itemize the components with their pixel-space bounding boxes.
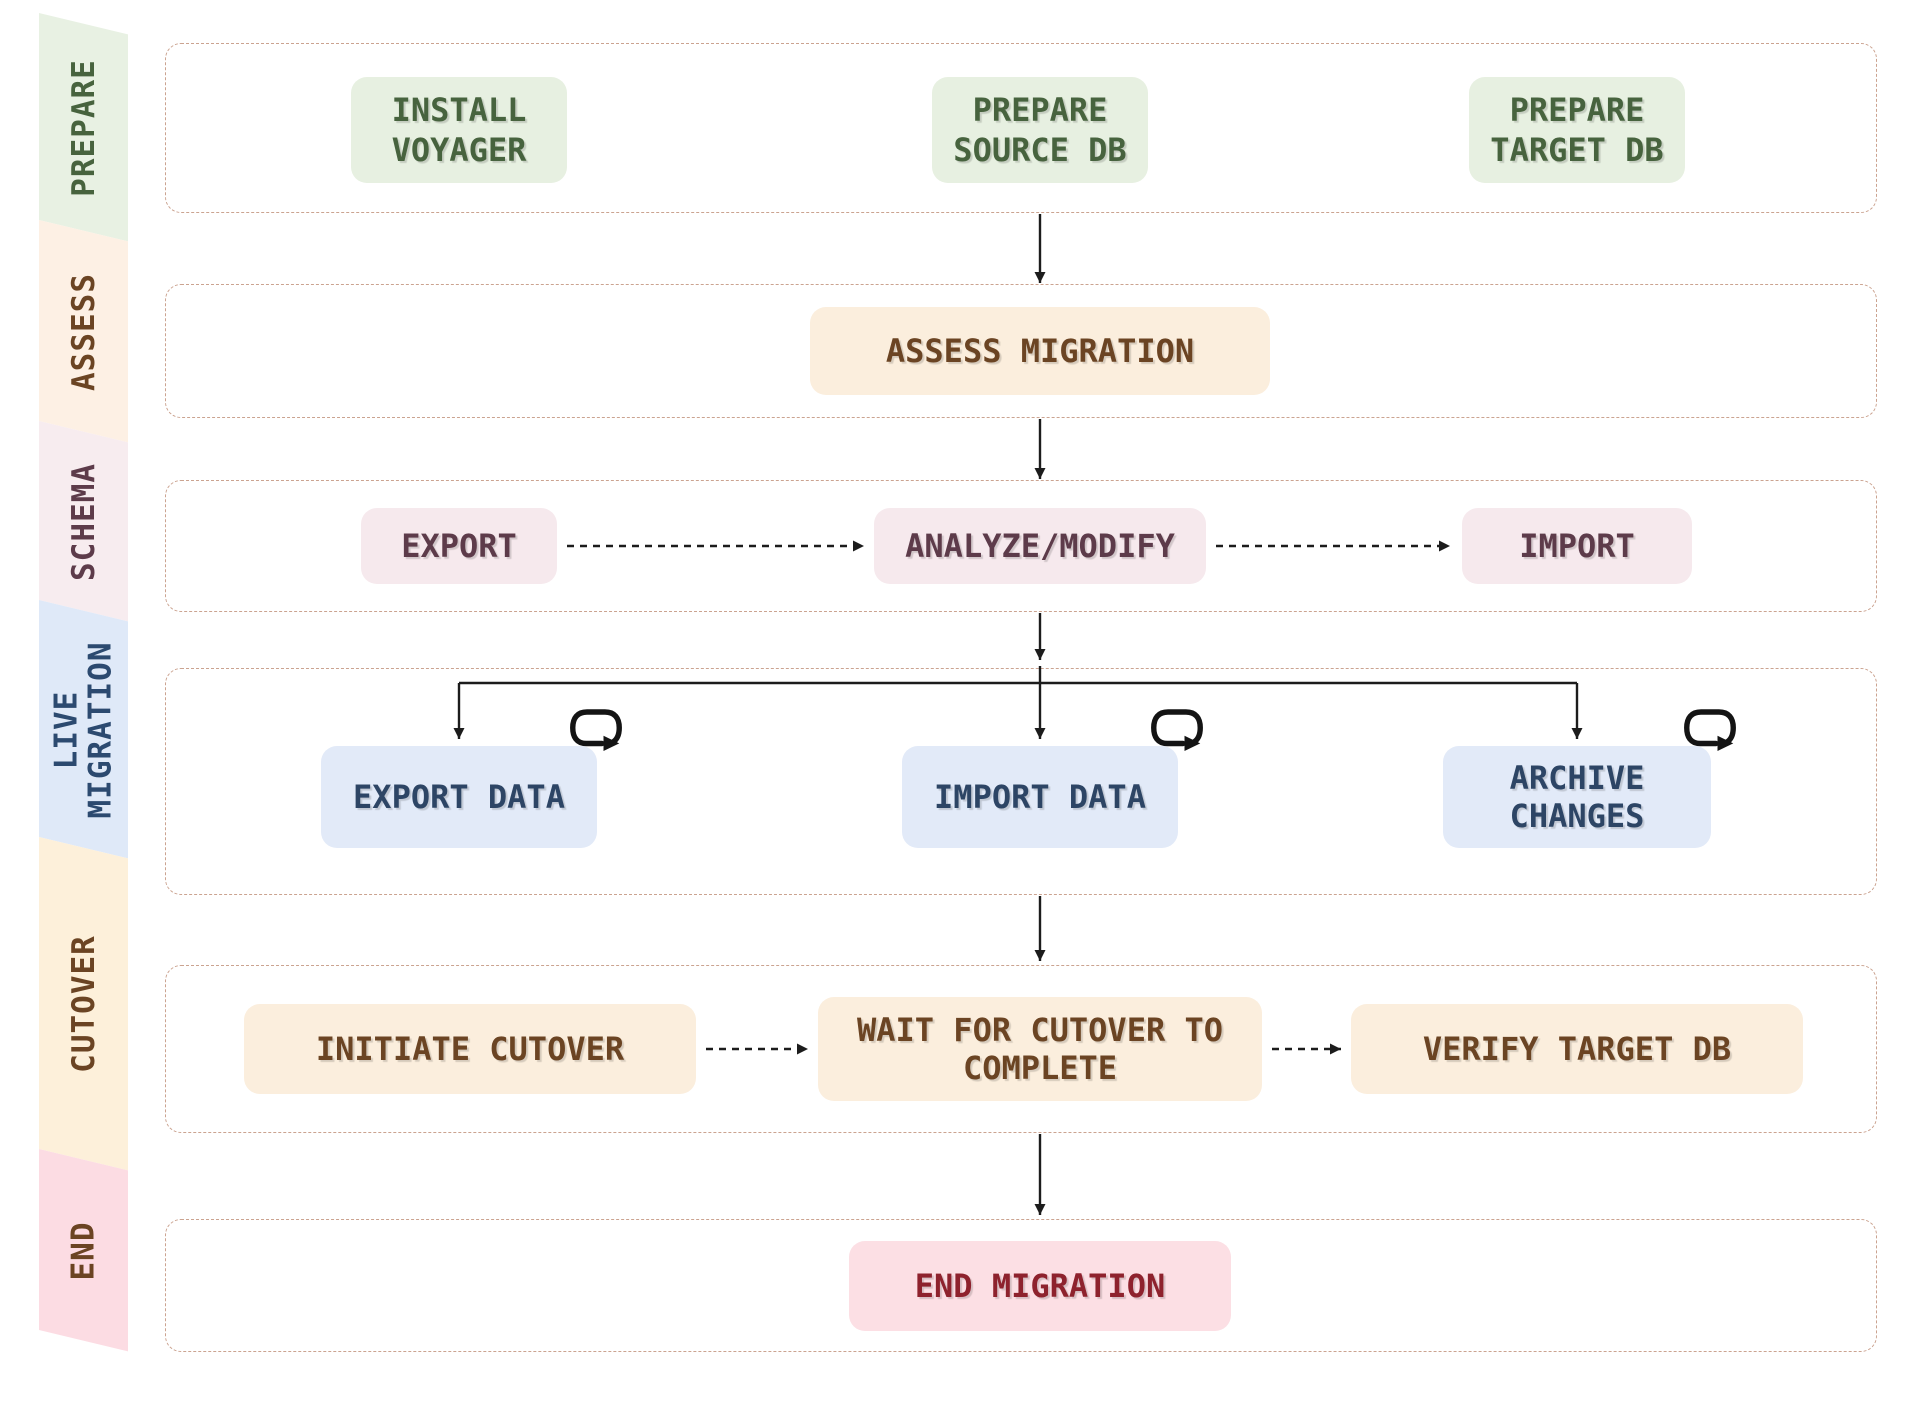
repeat-loop-icon bbox=[1151, 709, 1203, 751]
stage-label-assess: ASSESS bbox=[39, 231, 128, 432]
stage-label-live-migration: LIVE MIGRATION bbox=[39, 611, 128, 848]
node-label: WAIT FOR CUTOVER TO bbox=[856, 1011, 1224, 1049]
node-label: ASSESS MIGRATION bbox=[885, 332, 1195, 370]
node-label: IMPORT bbox=[1519, 527, 1635, 565]
node-export-schema: EXPORT bbox=[361, 508, 557, 584]
node-prepare-target-db: PREPARE TARGET DB bbox=[1469, 77, 1685, 183]
node-label: IMPORT DATA bbox=[934, 778, 1146, 816]
node-label: END MIGRATION bbox=[914, 1267, 1166, 1305]
node-label: ANALYZE/MODIFY bbox=[905, 527, 1175, 565]
node-label: SOURCE DB bbox=[953, 131, 1127, 169]
stage-label-text: ASSESS bbox=[65, 272, 102, 391]
node-wait-for-cutover: WAIT FOR CUTOVER TO COMPLETE bbox=[818, 997, 1262, 1101]
node-analyze-modify: ANALYZE/MODIFY bbox=[874, 508, 1206, 584]
node-export-data: EXPORT DATA bbox=[321, 709, 622, 848]
node-install-voyager: INSTALL VOYAGER bbox=[351, 77, 567, 183]
node-label: INSTALL bbox=[391, 91, 527, 129]
stage-label-end: END bbox=[39, 1160, 128, 1341]
node-label: PREPARE bbox=[972, 91, 1108, 129]
stage-label-prepare: PREPARE bbox=[39, 24, 128, 231]
stage-label-text: PREPARE bbox=[65, 58, 102, 197]
stage-label-schema: SCHEMA bbox=[39, 432, 128, 611]
stage-label-cutover: CUTOVER bbox=[39, 848, 128, 1160]
stage-label-text: SCHEMA bbox=[65, 462, 102, 581]
node-label: VERIFY TARGET DB bbox=[1422, 1030, 1732, 1068]
node-label: PREPARE bbox=[1509, 91, 1645, 129]
node-verify-target-db: VERIFY TARGET DB bbox=[1351, 1004, 1803, 1094]
node-label: VOYAGER bbox=[391, 131, 527, 169]
stage-label-text: END bbox=[65, 1221, 102, 1280]
node-label: INITIATE CUTOVER bbox=[315, 1030, 625, 1068]
node-label: EXPORT bbox=[401, 527, 517, 565]
node-label: TARGET DB bbox=[1490, 131, 1664, 169]
node-import-data: IMPORT DATA bbox=[902, 709, 1203, 848]
repeat-loop-icon bbox=[1684, 709, 1736, 751]
stage-label-text: LIVE bbox=[48, 690, 85, 769]
node-prepare-source-db: PREPARE SOURCE DB bbox=[932, 77, 1148, 183]
node-end-migration: END MIGRATION bbox=[849, 1241, 1231, 1331]
node-label: ARCHIVE bbox=[1509, 759, 1645, 797]
node-import-schema: IMPORT bbox=[1462, 508, 1692, 584]
stage-label-text: CUTOVER bbox=[65, 935, 102, 1073]
node-assess-migration: ASSESS MIGRATION bbox=[810, 307, 1270, 395]
node-label: EXPORT DATA bbox=[353, 778, 565, 816]
node-archive-changes: ARCHIVE CHANGES bbox=[1443, 709, 1736, 848]
node-initiate-cutover: INITIATE CUTOVER bbox=[244, 1004, 696, 1094]
repeat-loop-icon bbox=[570, 709, 622, 751]
stage-label-text: MIGRATION bbox=[82, 641, 119, 818]
node-label: COMPLETE bbox=[962, 1049, 1118, 1087]
node-label: CHANGES bbox=[1509, 797, 1645, 835]
